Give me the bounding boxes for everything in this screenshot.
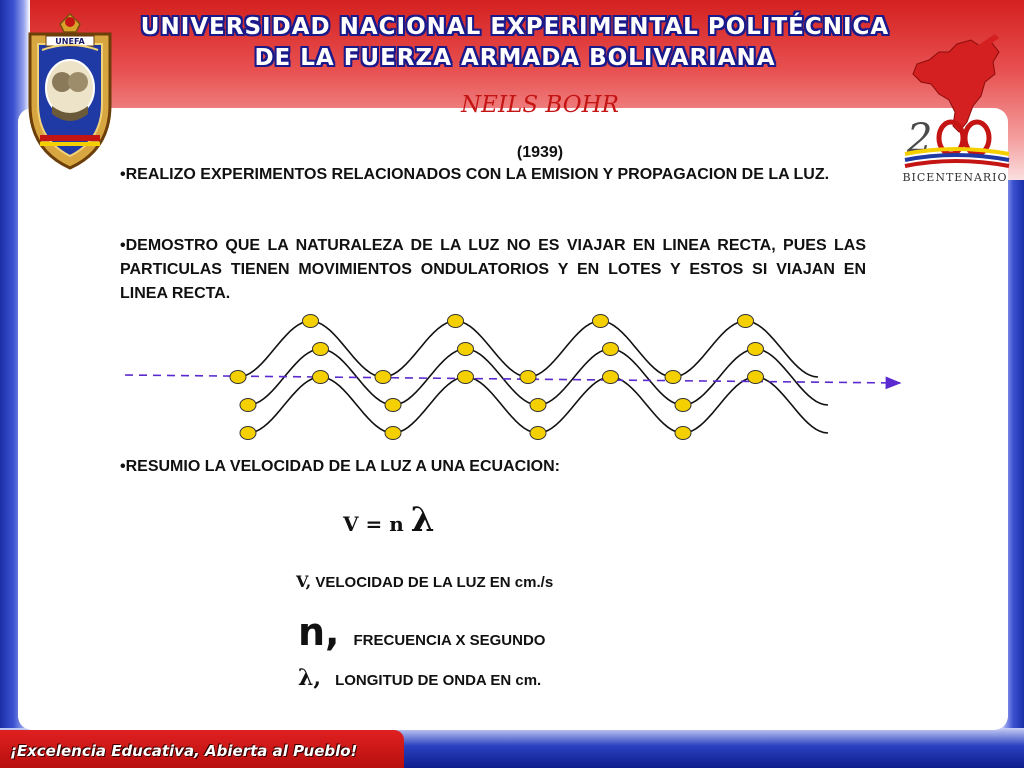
definition-text: FRECUENCIA X SEGUNDO bbox=[353, 632, 546, 649]
university-title-line-2: DE LA FUERZA ARMADA BOLIVARIANA bbox=[254, 45, 776, 71]
wave-particle-diagram bbox=[124, 314, 902, 440]
definition-symbol: V, bbox=[296, 572, 312, 591]
equation-equals: = bbox=[358, 512, 390, 536]
equation-v: V bbox=[343, 512, 359, 536]
definition-frequency: n, FRECUENCIA X SEGUNDO bbox=[298, 610, 545, 654]
light-particle bbox=[229, 370, 247, 384]
light-particle bbox=[384, 398, 402, 412]
light-particle bbox=[384, 426, 402, 440]
slogan-banner bbox=[0, 730, 404, 768]
light-particle bbox=[602, 342, 619, 356]
footer-slogan: ¡Excelencia Educativa, Abierta al Pueblo… bbox=[10, 742, 358, 760]
light-particle bbox=[747, 342, 764, 356]
light-particle bbox=[664, 370, 682, 384]
light-particle bbox=[529, 398, 547, 412]
definition-text: VELOCIDAD DE LA LUZ EN cm./s bbox=[311, 574, 554, 591]
light-particle bbox=[447, 314, 464, 328]
light-ray-arrow bbox=[124, 374, 902, 390]
light-particle bbox=[374, 370, 392, 384]
equation-n: n bbox=[389, 512, 411, 536]
university-title: UNIVERSIDAD NACIONAL EXPERIMENTAL POLITÉ… bbox=[130, 12, 900, 74]
light-particle bbox=[747, 370, 764, 384]
shield-label: UNEFA bbox=[55, 37, 85, 46]
slide-title: NEILS BOHR bbox=[461, 92, 619, 118]
equation: V = n λ bbox=[343, 500, 435, 540]
bullet-experiments: •REALIZO EXPERIMENTOS RELACIONADOS CON L… bbox=[120, 166, 830, 183]
light-particle bbox=[457, 342, 474, 356]
light-particle bbox=[312, 370, 329, 384]
definition-velocity: V, VELOCIDAD DE LA LUZ EN cm./s bbox=[296, 572, 553, 592]
bullet-wave-nature: •DEMOSTRO QUE LA NATURALEZA DE LA LUZ NO… bbox=[120, 237, 866, 302]
light-particle bbox=[602, 370, 619, 384]
light-particle bbox=[239, 426, 257, 440]
light-particle bbox=[592, 314, 609, 328]
university-title-line-1: UNIVERSIDAD NACIONAL EXPERIMENTAL POLITÉ… bbox=[140, 14, 890, 40]
definition-symbol: n, bbox=[298, 610, 340, 654]
light-particle bbox=[302, 314, 319, 328]
unefa-shield-logo: UNEFA bbox=[28, 12, 112, 170]
light-particle bbox=[312, 342, 329, 356]
definition-wavelength: λ, LONGITUD DE ONDA EN cm. bbox=[298, 665, 541, 691]
light-particle bbox=[529, 426, 547, 440]
light-particle bbox=[737, 314, 754, 328]
light-particle bbox=[239, 398, 257, 412]
definition-symbol: λ, bbox=[298, 665, 322, 691]
year-label: (1939) bbox=[516, 144, 564, 161]
bullet-equation-intro: •RESUMIO LA VELOCIDAD DE LA LUZ A UNA EC… bbox=[120, 458, 560, 475]
light-particle bbox=[674, 426, 692, 440]
definition-text: LONGITUD DE ONDA EN cm. bbox=[335, 672, 542, 689]
light-particle bbox=[674, 398, 692, 412]
light-particle bbox=[519, 370, 537, 384]
light-particle bbox=[457, 370, 474, 384]
bicentenario-logo: 2 BICENTENARIO bbox=[902, 34, 1010, 184]
equation-lambda: λ bbox=[410, 500, 435, 540]
bicentenario-label: BICENTENARIO bbox=[902, 171, 1007, 184]
